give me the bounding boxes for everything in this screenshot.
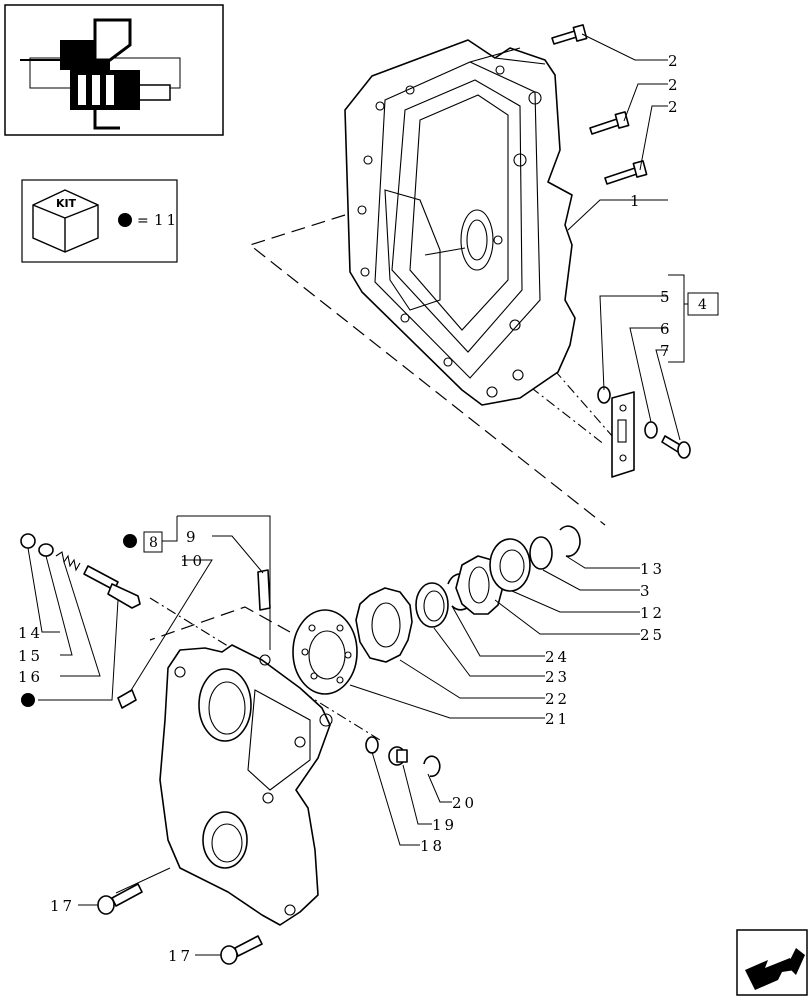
plug-19[interactable] [388,746,408,766]
callout-14: 14 [18,624,43,642]
bolt-2-middle[interactable] [589,111,630,135]
bolt-2-top[interactable] [551,24,588,45]
kit-value: 11 [154,211,179,229]
cover-plate[interactable] [611,391,635,478]
callout-6: 6 [660,320,673,338]
circlip-20[interactable] [423,755,441,778]
pin-10[interactable] [117,689,137,709]
callout-12: 12 [640,604,665,622]
leader-lines [27,33,685,956]
washer-18[interactable] [365,736,379,754]
callout-2-low: 2 [668,98,681,116]
callout-19: 19 [432,816,457,834]
washer-6[interactable] [644,421,658,439]
pin-9[interactable] [257,569,271,611]
callout-10: 10 [180,552,205,570]
kit-label: KIT [56,197,77,210]
callout-9: 9 [186,528,199,546]
callout-17-lower: 17 [168,947,193,965]
bolt-17-upper[interactable] [97,883,143,915]
circlip-14[interactable] [20,533,36,549]
kit-ref-4: 4 [684,292,719,316]
callout-7: 7 [660,342,673,360]
spring-16[interactable] [55,551,81,572]
callout-2-mid: 2 [668,76,681,94]
kit-equals: = [137,213,149,229]
kit-bullet-icon [123,534,137,548]
callout-2-top: 2 [668,52,681,70]
svg-text:8: 8 [149,535,158,551]
explode-line-upper [248,214,606,526]
upper-housing[interactable] [344,39,576,406]
bearing-21[interactable] [292,609,358,695]
callout-16: 16 [18,668,43,686]
lower-cover[interactable] [159,644,333,926]
kit-ref-8: 8 [123,516,178,553]
explode-line-lower [149,606,291,641]
callout-21: 21 [545,710,570,728]
kit-cube-icon [32,189,99,253]
callout-labels: 2 2 2 1 5 6 7 13 3 12 25 24 23 22 21 9 1… [18,52,681,965]
callout-20: 20 [452,794,477,812]
kit-bullet-icon [21,693,35,707]
circlip-13[interactable] [559,525,581,557]
callout-1: 1 [630,192,643,210]
next-page-arrow-icon[interactable] [736,929,808,996]
bearing-12[interactable] [489,538,531,592]
callout-3: 3 [640,582,653,600]
bolt-7[interactable] [661,435,691,459]
locator-thumbnail[interactable] [4,4,224,136]
bolt-2-lower[interactable] [604,160,648,185]
callout-15: 15 [18,647,43,665]
callout-25: 25 [640,626,665,644]
cap-15[interactable] [38,543,54,557]
callout-5: 5 [660,288,673,306]
ring-3[interactable] [529,536,553,570]
callout-22: 22 [545,690,570,708]
detent-plunger[interactable] [83,565,141,609]
kit-legend: KIT = 11 [21,179,179,263]
svg-text:4: 4 [698,297,707,313]
callout-13: 13 [640,560,665,578]
callout-24: 24 [545,648,570,666]
bolt-17-lower[interactable] [220,935,263,965]
gear-22[interactable] [355,587,413,663]
callout-18: 18 [420,837,445,855]
callout-17-upper: 17 [50,897,75,915]
kit-bullet-icon [118,213,132,227]
callout-23: 23 [545,668,570,686]
